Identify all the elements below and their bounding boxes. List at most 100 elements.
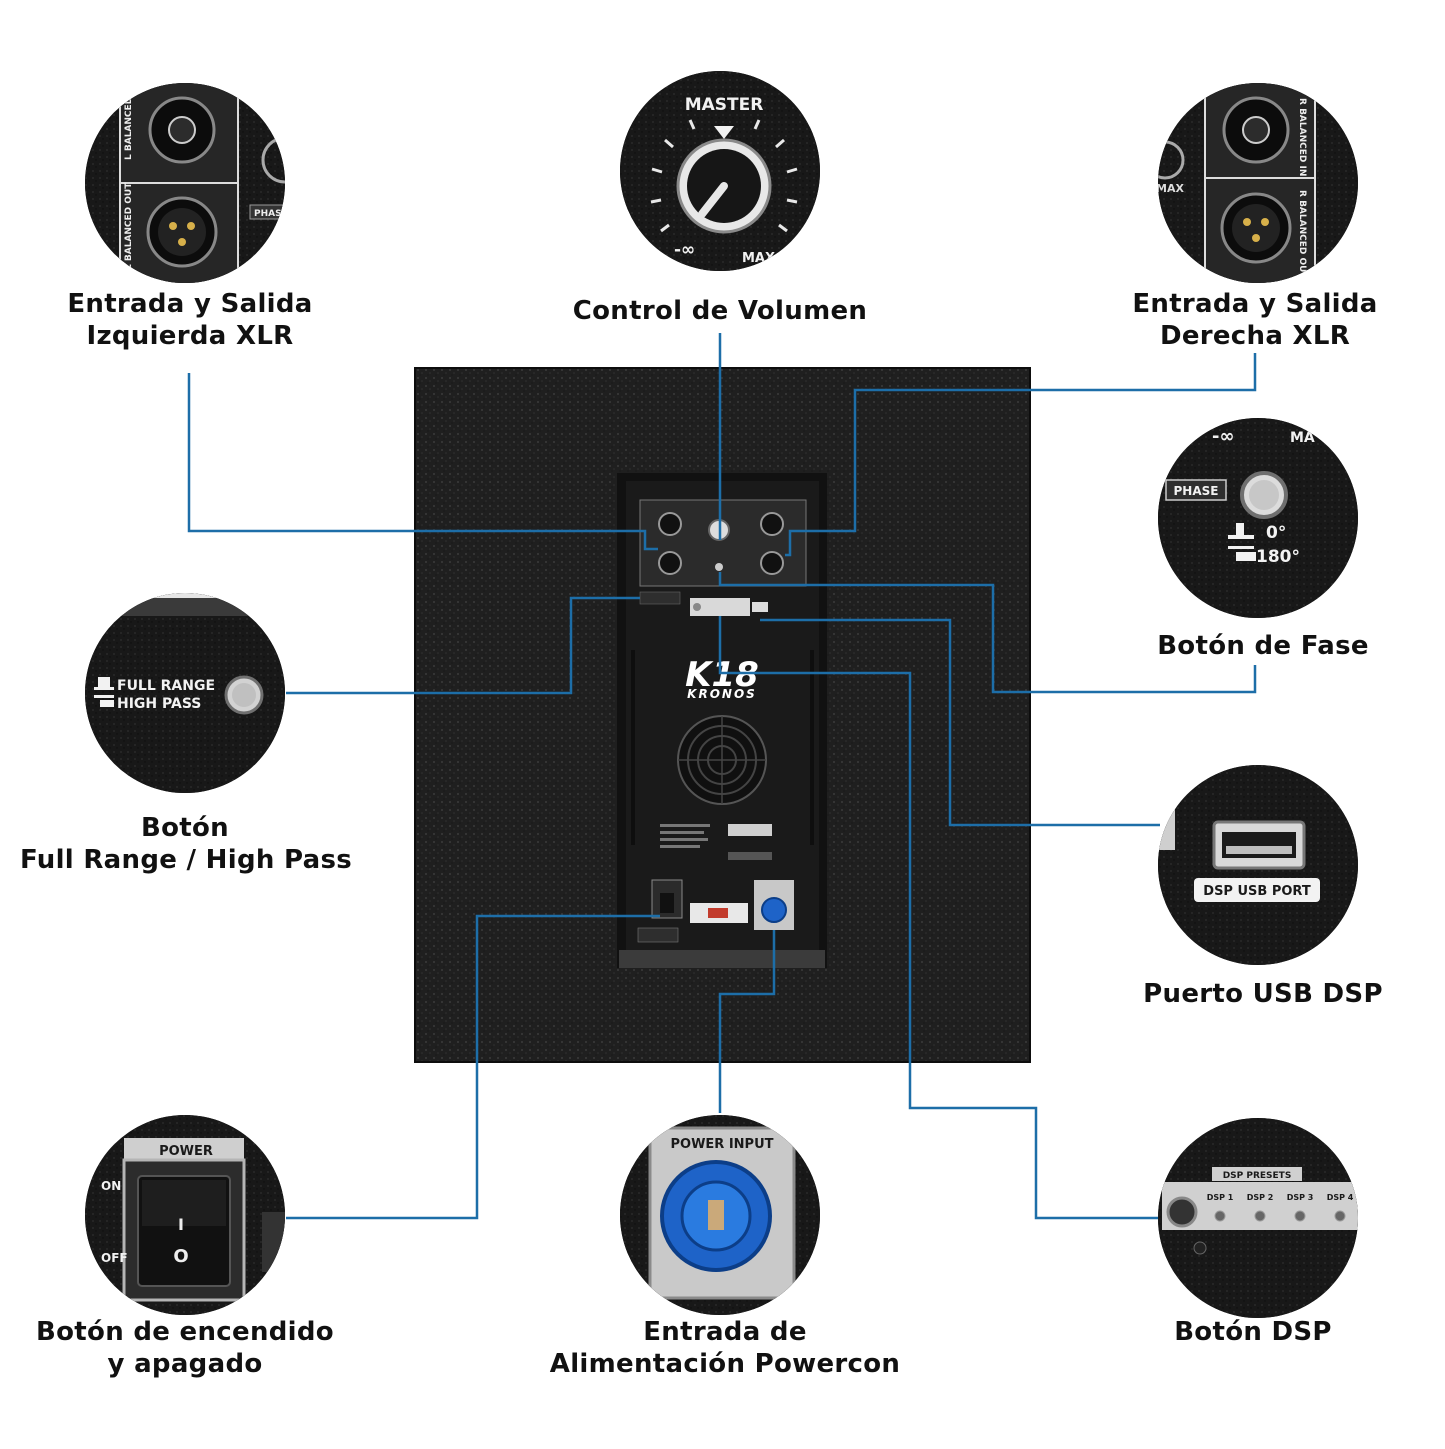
closeup-phase-max-label: MA [1290,430,1315,446]
closeup-power-on-label: ON [101,1179,121,1193]
callout-xlr-left-line2: Izquierda XLR [86,321,294,351]
led-indicator-icon [1294,1210,1306,1222]
panel-full-range-label [639,591,681,605]
speaker-cabinet: K18 KRONOS [414,367,1031,1063]
closeup-phase-180-label: 180° [1256,547,1300,567]
closeup-volume: MASTER -∞ MAX [620,71,820,271]
closeup-usb: DSP USB PORT [1158,765,1358,965]
closeup-xlr-right-max-tag: MAX [1156,182,1184,195]
panel-powercon-icon[interactable] [761,897,787,923]
callout-powercon-line1: Entrada de [643,1317,807,1347]
callout-xlr-right-line1: Entrada y Salida [1132,289,1378,319]
callout-usb: Puerto USB DSP [1118,978,1408,1010]
callout-xlr-right-line2: Derecha XLR [1159,321,1351,351]
closeup-dsp: DSP PRESETS DSP 1 DSP 2 DSP 3 DSP 4 [1158,1118,1358,1318]
closeup-power-switch: POWER ON OFF I O [85,1115,285,1315]
closeup-xlr-right-out-label: R BALANCED OUT [1297,190,1307,279]
rocker-switch-icon: I O [137,1175,231,1287]
closeup-phase-tag: PHASE [1174,484,1219,498]
closeup-high-pass-label: HIGH PASS [117,696,201,712]
closeup-xlr-left: L BALANCED IN L BALANCED OUT PHASE [85,83,288,283]
led-indicator-icon [1254,1210,1266,1222]
closeup-full-range: FULL RANGE HIGH PASS [85,593,285,793]
callout-xlr-right: Entrada y Salida Derecha XLR [1100,288,1410,352]
callout-xlr-left: Entrada y Salida Izquierda XLR [40,288,340,352]
xlr-combo-jack-icon [148,96,216,164]
closeup-dsp-preset-3: DSP 3 [1287,1193,1314,1202]
panel-dsp-button-icon[interactable] [693,603,701,611]
closeup-phase-min-label: -∞ [1212,426,1234,447]
closeup-phase-0-label: 0° [1266,523,1286,543]
panel-xlr-out-left-icon[interactable] [658,551,682,575]
callout-dsp-line1: Botón DSP [1174,1317,1332,1347]
panel-xlr-in-right-icon[interactable] [760,512,784,536]
closeup-full-range-label: FULL RANGE [117,678,215,694]
panel-dsp-strip [690,598,750,616]
closeup-power-off-label: OFF [101,1251,128,1265]
closeup-phase: -∞ MA PHASE 0° 180° [1158,418,1358,618]
closeup-volume-min-label: -∞ [674,240,695,260]
powercon-connector-icon [660,1160,772,1272]
led-indicator-icon [1214,1210,1226,1222]
callout-powercon: Entrada de Alimentación Powercon [540,1316,910,1380]
leader-powercon [718,930,776,1113]
callout-phase: Botón de Fase [1118,630,1408,662]
volume-knob-icon [676,138,772,234]
cabinet-model-logo: K18 [685,655,759,695]
closeup-dsp-preset-1: DSP 1 [1207,1193,1234,1202]
callout-volume: Control de Volumen [560,295,880,327]
closeup-volume-max-label: MAX [742,251,775,266]
leader-xlr-left [187,373,658,551]
callout-powercon-line2: Alimentación Powercon [549,1349,901,1379]
panel-xlr-in-left-icon[interactable] [658,512,682,536]
leader-xlr-right [785,353,1257,557]
cooling-fan-icon [677,715,767,805]
xlr-male-jack-right-icon [1220,192,1292,264]
panel-xlr-out-right-icon[interactable] [760,551,784,575]
closeup-xlr-left-in-label: L BALANCED IN [124,83,134,160]
callout-phase-line1: Botón de Fase [1157,631,1369,661]
closeup-power-i-mark: I [178,1215,184,1234]
callout-dsp: Botón DSP [1118,1316,1388,1348]
closeup-powercon: POWER INPUT [620,1115,820,1315]
leader-power-switch [286,914,660,1220]
closeup-dsp-preset-2: DSP 2 [1247,1193,1274,1202]
closeup-xlr-left-out-label: L BALANCED OUT [124,182,134,270]
panel-lip [619,950,825,968]
closeup-volume-master-label: MASTER [685,95,764,115]
push-button-full-range-icon [224,675,264,715]
callout-power-switch: Botón de encendido y apagado [20,1316,350,1380]
closeup-power-o-mark: O [173,1246,188,1267]
led-indicator-icon [1334,1210,1346,1222]
leader-usb [760,618,1160,827]
callout-power-switch-line2: y apagado [107,1349,263,1379]
callout-power-switch-line1: Botón de encendido [36,1317,334,1347]
callout-xlr-left-line1: Entrada y Salida [67,289,313,319]
closeup-xlr-left-phase-tag: PHASE [254,209,288,219]
closeup-xlr-right: R BALANCED IN R BALANCED OUT MAX [1156,83,1358,283]
panel-usb-port-icon[interactable] [752,602,768,612]
callout-usb-line1: Puerto USB DSP [1143,979,1383,1009]
callout-full-range: Botón Full Range / High Pass [20,812,353,876]
closeup-powercon-title: POWER INPUT [670,1137,773,1152]
closeup-xlr-right-in-label: R BALANCED IN [1297,98,1307,176]
xlr-male-jack-icon [146,196,218,268]
panel-phase-button-icon[interactable] [715,563,723,571]
leader-lines [187,333,1257,1220]
cabinet-brand-logo: KRONOS [687,687,757,701]
leader-phase [718,572,1257,694]
callout-full-range-line2: Full Range / High Pass [20,845,353,875]
usb-port-icon [1212,820,1306,870]
leader-full-range [286,596,640,695]
callout-full-range-line1: Botón [141,813,229,843]
leader-dsp [718,616,1160,1220]
closeup-power-title: POWER [159,1144,213,1159]
push-button-icon [1240,471,1288,519]
closeup-dsp-title: DSP PRESETS [1223,1171,1292,1181]
closeup-usb-label: DSP USB PORT [1203,884,1311,899]
closeup-dsp-preset-4: DSP 4 [1327,1193,1354,1202]
callout-volume-line1: Control de Volumen [572,296,868,326]
spec-plate [660,824,772,860]
